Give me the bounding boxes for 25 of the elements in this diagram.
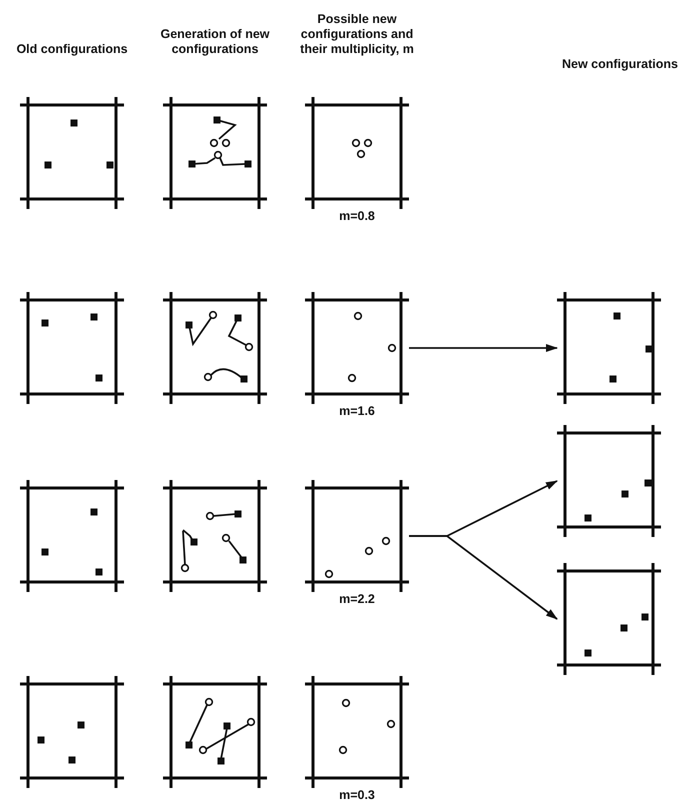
configuration-panel: [305, 292, 409, 404]
column-heading: Generation of new configurations: [159, 27, 271, 57]
configuration-panel: [20, 292, 124, 404]
arrow: [409, 535, 558, 620]
configuration-panel: [163, 292, 267, 404]
configuration-panel: [20, 97, 124, 209]
configuration-panel: [163, 97, 267, 209]
configuration-panel: [163, 676, 267, 788]
configuration-panel: [305, 480, 409, 592]
column-heading: New configurations: [561, 57, 679, 72]
configuration-panel: [557, 563, 661, 675]
column-heading: Possible new configurations and their multiplicity, m: [299, 12, 415, 57]
configuration-panel: [20, 480, 124, 592]
multiplicity-label: m=0.3: [338, 788, 376, 802]
configuration-panel: [163, 480, 267, 592]
configuration-panel: [305, 676, 409, 788]
configuration-panel: [557, 292, 661, 404]
multiplicity-label: m=1.6: [338, 404, 376, 418]
multiplicity-label: m=2.2: [338, 592, 376, 606]
configuration-panel: [557, 425, 661, 537]
configuration-panel: [20, 676, 124, 788]
arrow: [409, 344, 558, 352]
multiplicity-label: m=0.8: [338, 209, 376, 223]
configuration-panel: [305, 97, 409, 209]
column-heading: Old configurations: [15, 42, 129, 57]
